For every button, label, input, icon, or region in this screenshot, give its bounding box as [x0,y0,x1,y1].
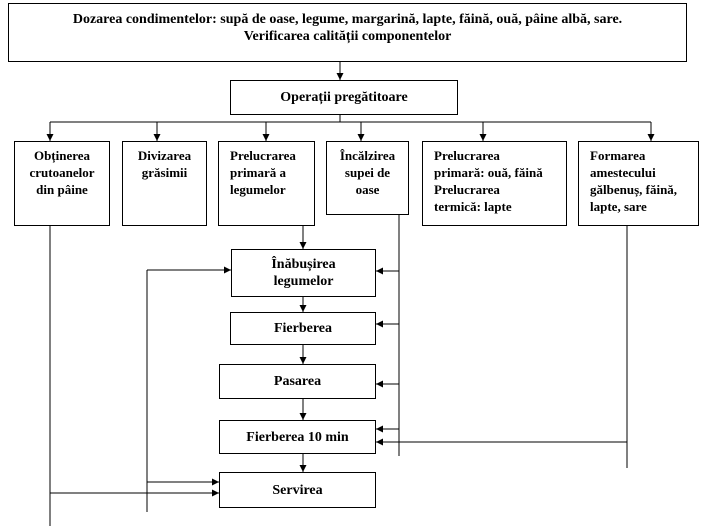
step-fat-line-2: grăsimii [141,165,188,180]
step-croutons: Obținerea crutoanelor din pâine [14,141,110,226]
process-boil-label: Fierberea [273,321,333,336]
step-broth-line-2: supei de [344,165,391,180]
header-line-1: Dozarea condimentelor: supă de oase, leg… [72,12,623,27]
step-eggs-line-2: primară: ouă, făină [434,165,543,180]
header-line-2: Verificarea calității componentelor [243,29,452,44]
process-puree-label: Pasarea [273,374,322,389]
process-boil: Fierberea [230,312,376,345]
step-mix-line-1: Formarea [590,148,646,163]
step-fat: Divizarea grăsimii [122,141,207,226]
step-eggs-line-3: Prelucrarea [434,182,500,197]
process-stew: Înăbușirea legumelor [231,249,376,297]
process-serve-label: Servirea [272,482,323,498]
step-veg: Prelucrarea primară a legumelor [218,141,315,226]
step-croutons-line-2: crutoanelor [29,165,95,180]
step-veg-line-3: legumelor [230,182,286,197]
step-broth-line-3: oase [355,182,380,197]
step-eggs-line-1: Prelucrarea [434,148,500,163]
step-eggs: Prelucrarea primară: ouă, făină Prelucra… [422,141,567,226]
step-veg-line-1: Prelucrarea [230,148,296,163]
process-stew-line-1: Înăbușirea [271,257,336,272]
step-broth-line-1: Încălzirea [339,148,396,163]
process-stew-line-2: legumelor [273,274,334,289]
step-eggs-line-4: termică: lapte [434,199,512,214]
step-broth: Încălzirea supei de oase [326,141,409,215]
step-fat-line-1: Divizarea [137,148,192,163]
step-mix-line-3: gălbenuș, făină, [590,182,678,197]
process-boil10: Fierberea 10 min [219,420,376,454]
process-boil10-label: Fierberea 10 min [246,429,349,445]
step-veg-line-2: primară a [230,165,286,180]
step-croutons-line-3: din pâine [36,182,88,197]
prep-box: Operații pregătitoare [230,80,458,115]
step-mix: Formarea amestecului gălbenuș, făină, la… [578,141,699,226]
step-mix-line-4: lapte, sare [590,199,647,214]
prep-label: Operații pregătitoare [280,90,408,105]
process-puree: Pasarea [219,364,376,399]
step-croutons-line-1: Obținerea [33,148,91,163]
header-box: Dozarea condimentelor: supă de oase, leg… [8,3,687,62]
process-serve: Servirea [219,472,376,508]
step-mix-line-2: amestecului [590,165,656,180]
